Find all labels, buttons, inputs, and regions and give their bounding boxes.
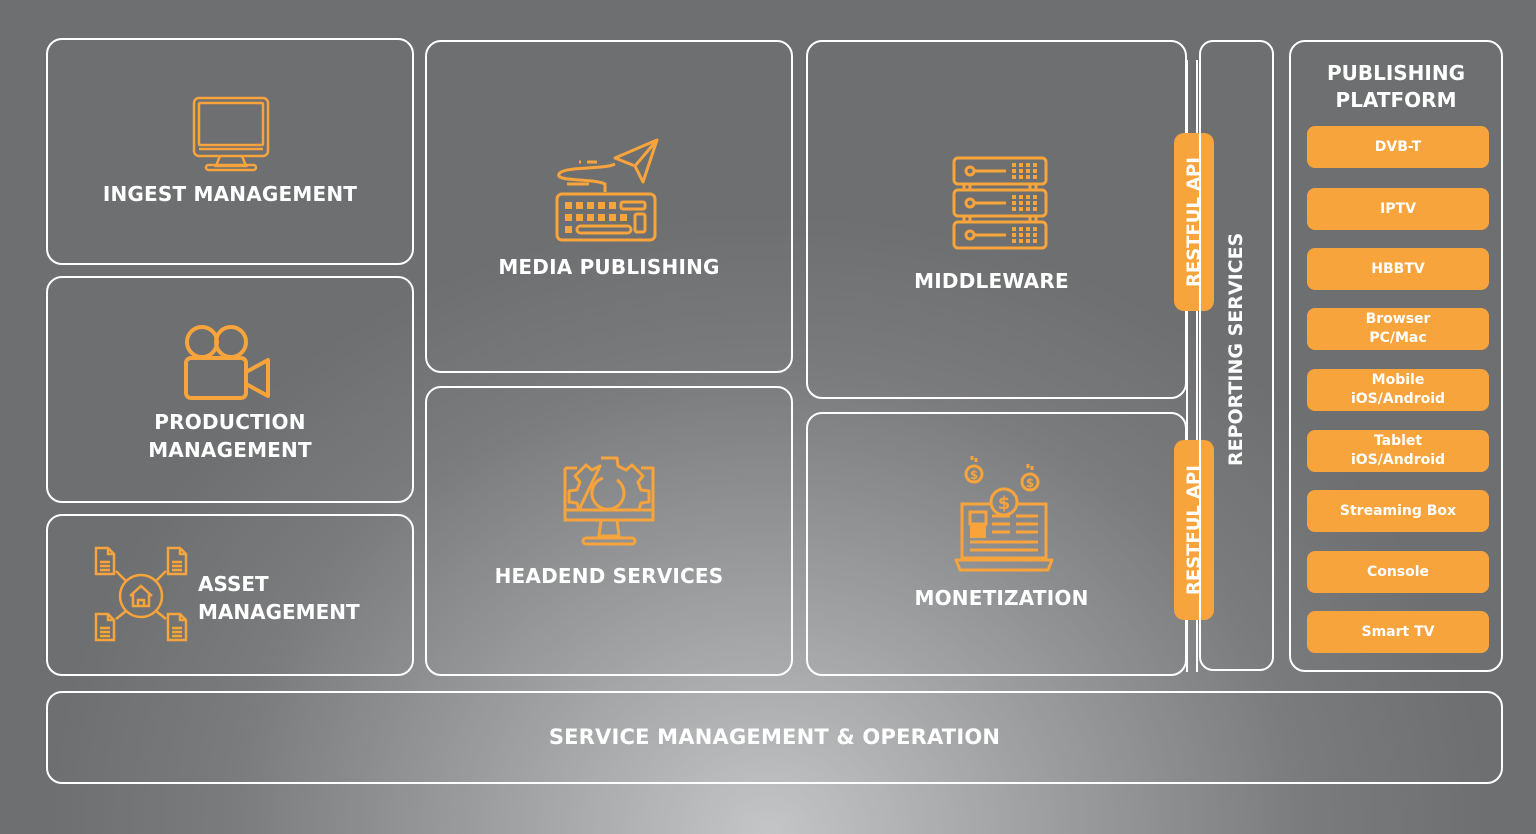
monetization-box: $ $ $ MONETIZATION	[806, 412, 1187, 676]
server-rack-icon	[950, 154, 1050, 254]
ingest-management-box: INGEST MANAGEMENT	[46, 38, 414, 265]
publishing-platform-box: PUBLISHING PLATFORM DVB-T IPTV HBBTV Bro…	[1289, 40, 1503, 672]
asset-management-label-line2: MANAGEMENT	[198, 600, 360, 624]
production-management-box: PRODUCTION MANAGEMENT	[46, 276, 414, 503]
platform-streaming-box[interactable]: Streaming Box	[1307, 490, 1489, 532]
middleware-label: MIDDLEWARE	[914, 269, 1069, 293]
laptop-dollar-icon: $ $ $	[952, 454, 1056, 574]
monetization-label: MONETIZATION	[914, 586, 1089, 610]
asset-management-label-line1: ASSET	[198, 572, 269, 596]
media-publishing-label: MEDIA PUBLISHING	[498, 255, 720, 279]
reporting-services-box: REPORTING SERVICES	[1199, 40, 1274, 671]
api-connector-line	[1196, 60, 1198, 672]
asset-management-box: ASSET MANAGEMENT	[46, 514, 414, 676]
monitor-icon	[192, 96, 272, 172]
media-publishing-box: MEDIA PUBLISHING	[425, 40, 793, 373]
service-management-box: SERVICE MANAGEMENT & OPERATION	[46, 691, 1503, 784]
asset-network-icon	[92, 546, 190, 642]
svg-text:$: $	[998, 493, 1011, 514]
api-connector-line	[1186, 60, 1188, 672]
production-management-label-line1: PRODUCTION	[154, 410, 306, 434]
platform-dvb-t[interactable]: DVB-T	[1307, 126, 1489, 168]
svg-text:$: $	[1026, 476, 1034, 490]
platform-hbbtv[interactable]: HBBTV	[1307, 248, 1489, 290]
ingest-management-label: INGEST MANAGEMENT	[102, 182, 358, 206]
headend-services-label: HEADEND SERVICES	[494, 564, 724, 588]
middleware-box: MIDDLEWARE	[806, 40, 1187, 399]
publishing-platform-title-line1: PUBLISHING	[1326, 61, 1466, 85]
svg-text:$: $	[970, 468, 978, 482]
headend-services-box: HEADEND SERVICES	[425, 386, 793, 676]
service-management-label: SERVICE MANAGEMENT & OPERATION	[548, 725, 1001, 749]
production-management-label-line2: MANAGEMENT	[148, 438, 312, 462]
restful-api-badge-monetization: RESTFUL API	[1174, 440, 1214, 620]
monitor-gear-icon	[561, 454, 657, 550]
platform-console[interactable]: Console	[1307, 551, 1489, 593]
video-camera-icon	[182, 322, 274, 402]
keyboard-send-icon	[553, 138, 659, 242]
reporting-services-label: REPORTING SERVICES	[1225, 232, 1247, 466]
platform-iptv[interactable]: IPTV	[1307, 188, 1489, 230]
platform-smart-tv[interactable]: Smart TV	[1307, 611, 1489, 653]
restful-api-badge-middleware: RESTFUL API	[1174, 133, 1214, 311]
publishing-platform-title-line2: PLATFORM	[1335, 88, 1457, 112]
